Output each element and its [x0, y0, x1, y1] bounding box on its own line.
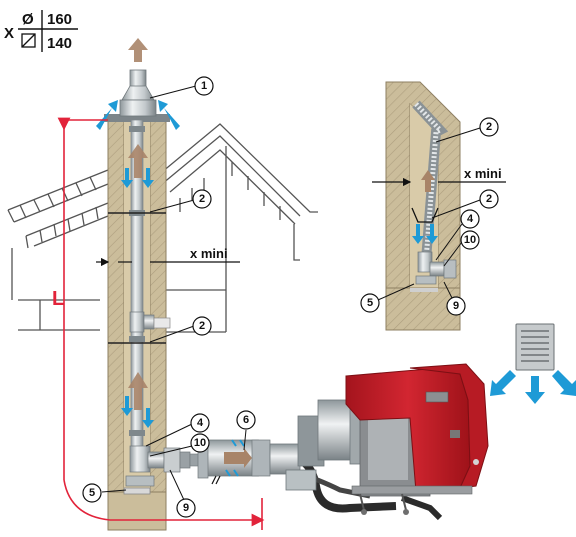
boiler — [269, 363, 489, 521]
chimney-base — [107, 491, 167, 531]
callout-leaders — [101, 85, 481, 501]
round-symbol: Ø — [22, 11, 34, 28]
x-mini-dimension-main: x mini — [96, 246, 240, 267]
detail-chimney — [385, 81, 461, 331]
length-dimension — [57, 117, 265, 530]
callout-detail-4: 4 — [460, 209, 480, 229]
grille-air-arrows — [490, 370, 576, 404]
chimney-bottom-plate — [123, 487, 151, 495]
callout-main-9: 9 — [176, 498, 196, 518]
svg-text:2: 2 — [199, 193, 205, 205]
svg-text:6: 6 — [243, 414, 249, 426]
exhaust-arrows — [128, 38, 148, 410]
callout-detail-5: 5 — [360, 293, 380, 313]
svg-text:2: 2 — [199, 320, 205, 332]
callout-detail-10: 10 — [460, 230, 480, 250]
svg-text:10: 10 — [464, 234, 476, 246]
callout-detail-2a: 2 — [479, 117, 499, 137]
svg-text:5: 5 — [367, 297, 373, 309]
square-value: 140 — [47, 35, 72, 52]
x-mini-dimension-detail: x mini — [372, 166, 506, 187]
svg-text:2: 2 — [486, 193, 492, 205]
callout-main-1: 1 — [194, 76, 214, 96]
callouts: 1 2 2 4 10 5 9 6 — [82, 76, 499, 518]
x-mini-label-detail: x mini — [464, 166, 502, 181]
svg-text:4: 4 — [197, 417, 204, 429]
svg-text:1: 1 — [201, 80, 207, 92]
callout-main-2b: 2 — [192, 316, 212, 336]
dimension-prefix: X — [4, 25, 14, 42]
callout-main-10: 10 — [190, 433, 210, 453]
callout-main-2a: 2 — [192, 189, 212, 209]
svg-text:5: 5 — [89, 487, 95, 499]
svg-text:4: 4 — [467, 213, 474, 225]
chimney-top-cap — [104, 114, 170, 122]
svg-text:10: 10 — [194, 437, 206, 449]
callout-main-6: 6 — [236, 410, 256, 430]
x-mini-label-main: x mini — [190, 246, 228, 261]
ventilation-grille — [515, 323, 555, 371]
flue-terminal — [119, 69, 157, 117]
chimney-left-wall — [107, 117, 125, 531]
callout-main-4: 4 — [190, 413, 210, 433]
callout-detail-9: 9 — [446, 296, 466, 316]
length-label: L — [52, 288, 64, 310]
detail-arrows — [412, 170, 438, 244]
svg-text:2: 2 — [486, 121, 492, 133]
square-symbol — [21, 33, 36, 48]
callout-detail-2b: 2 — [479, 189, 499, 209]
roof — [7, 123, 318, 333]
air-arrows — [96, 100, 180, 428]
svg-text:9: 9 — [453, 300, 459, 312]
dimension-table: X Ø 160 140 — [4, 10, 78, 52]
square-symbol-diag — [21, 33, 36, 48]
callout-main-5: 5 — [82, 483, 102, 503]
svg-text:9: 9 — [183, 502, 189, 514]
support-brackets — [108, 212, 166, 344]
round-value: 160 — [47, 11, 72, 28]
